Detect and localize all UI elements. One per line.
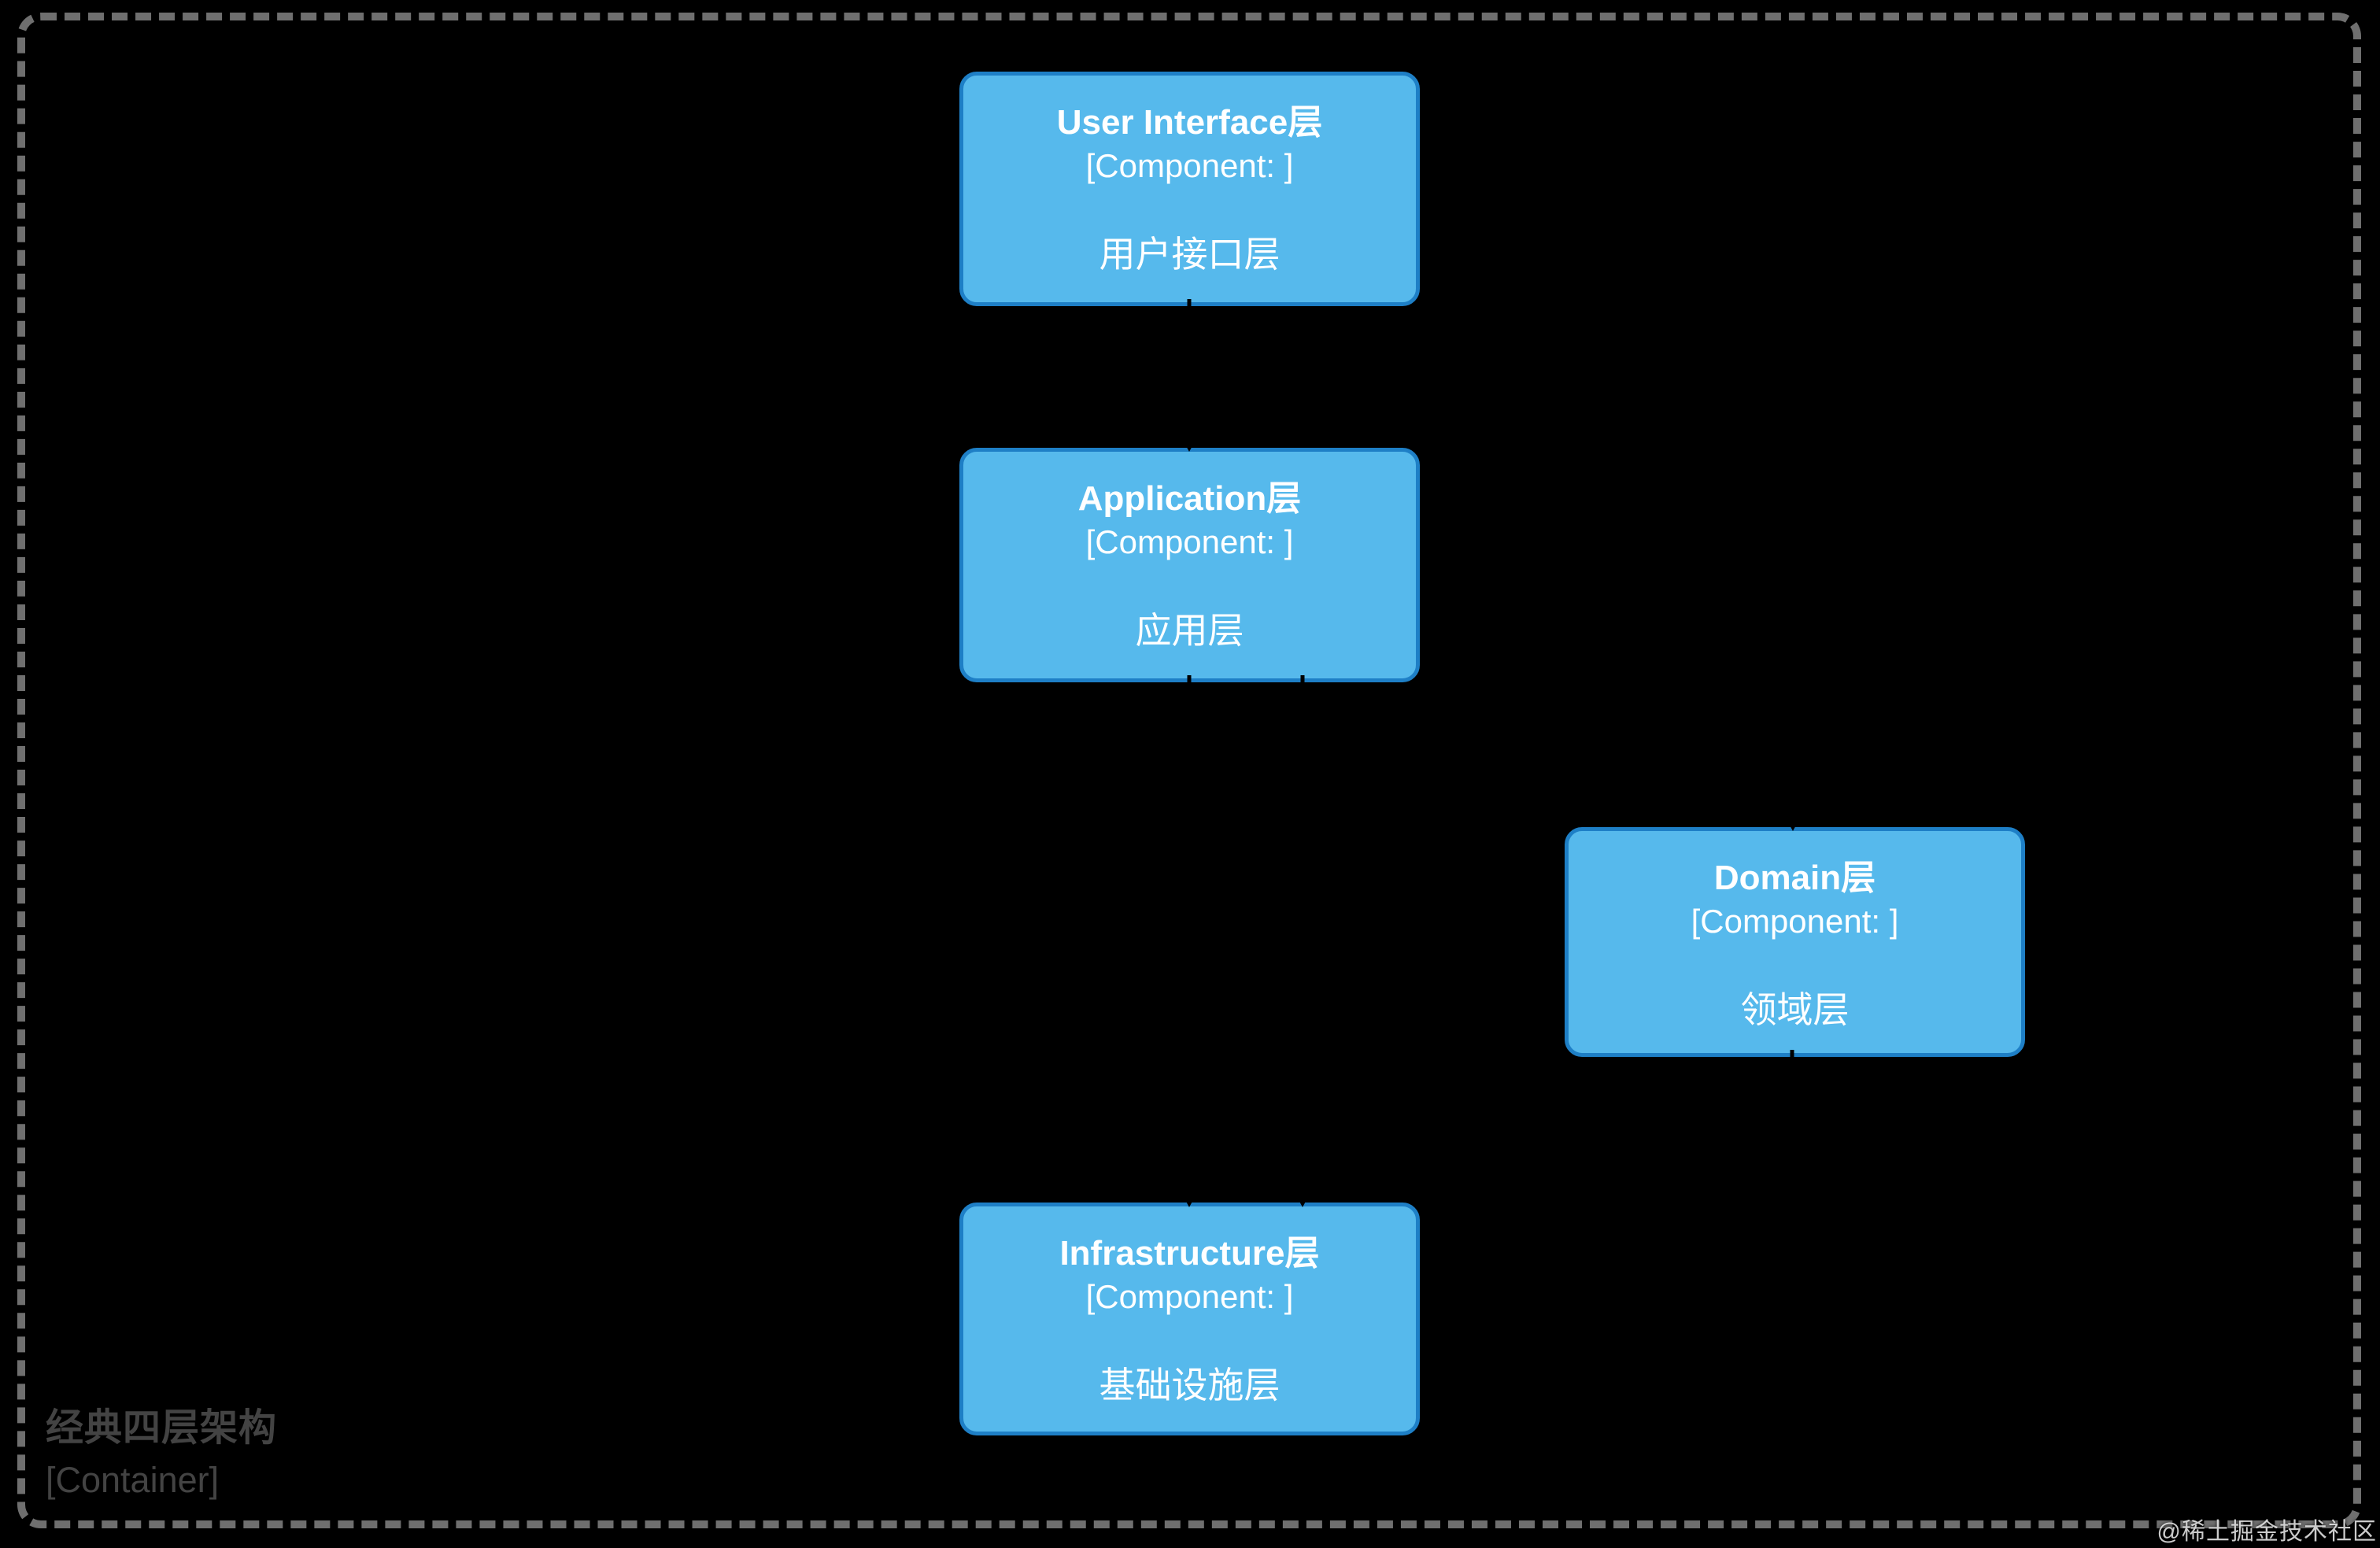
- node-stereotype: [Component: ]: [1085, 147, 1294, 184]
- node-title: Application层: [1077, 479, 1302, 518]
- node-stereotype: [Component: ]: [1085, 523, 1294, 560]
- node-domain-layer: Domain层 [Component: ] 领域层: [1565, 827, 2025, 1057]
- boundary-label: 经典四层架构 [Container]: [46, 1402, 277, 1506]
- boundary-name: 经典四层架构: [46, 1407, 278, 1449]
- node-title: Infrastructure层: [1059, 1234, 1320, 1273]
- watermark: @稀土掘金技术社区: [2156, 1519, 2377, 1545]
- node-subtitle: 领域层: [1740, 989, 1850, 1030]
- node-stereotype: [Component: ]: [1691, 903, 1899, 940]
- node-title: Domain层: [1713, 859, 1876, 897]
- node-subtitle: 应用层: [1135, 610, 1244, 651]
- node-user-interface-layer: User Interface层 [Component: ] 用户接口层: [959, 72, 1420, 306]
- node-subtitle: 用户接口层: [1099, 234, 1281, 275]
- node-title: User Interface层: [1056, 103, 1323, 142]
- node-subtitle: 基础设施层: [1099, 1365, 1281, 1406]
- node-infrastructure-layer: Infrastructure层 [Component: ] 基础设施层: [959, 1203, 1420, 1435]
- container-boundary: [17, 13, 2361, 1528]
- node-application-layer: Application层 [Component: ] 应用层: [959, 448, 1420, 682]
- node-stereotype: [Component: ]: [1085, 1278, 1294, 1315]
- boundary-type-label: [Container]: [46, 1460, 220, 1500]
